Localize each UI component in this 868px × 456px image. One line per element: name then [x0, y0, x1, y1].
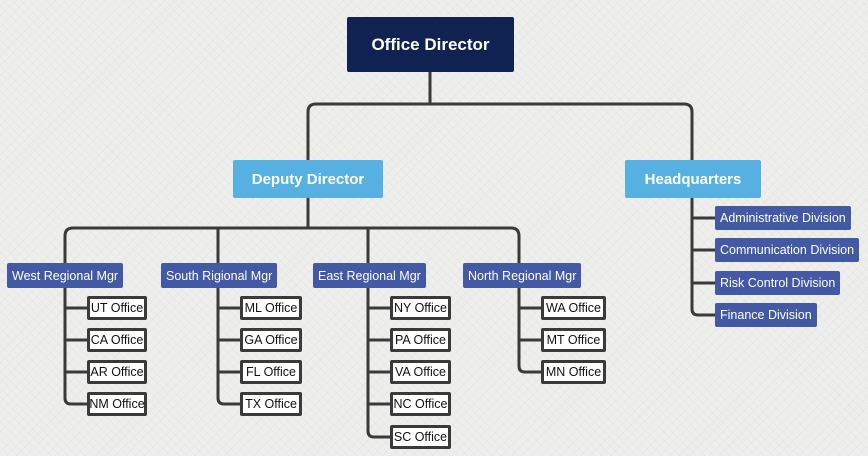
connector-offices — [216, 288, 240, 406]
regional-manager-node[interactable]: North Regional Mgr — [463, 263, 582, 288]
regional-manager-node[interactable]: West Regional Mgr — [7, 263, 124, 288]
connector-level2 — [306, 102, 694, 160]
office-node[interactable]: UT Office — [87, 296, 147, 320]
office-node[interactable]: PA Office — [390, 328, 451, 352]
connector-regions — [63, 226, 521, 263]
connector-divisions — [690, 198, 715, 317]
deputy-director-node[interactable]: Deputy Director — [233, 160, 383, 198]
connector-offices — [63, 288, 87, 406]
office-node[interactable]: NC Office — [390, 392, 451, 416]
office-node[interactable]: SC Office — [390, 425, 451, 449]
office-node[interactable]: ML Office — [240, 296, 302, 320]
office-node[interactable]: VA Office — [390, 360, 451, 384]
division-node[interactable]: Communication Division — [715, 238, 860, 262]
office-node[interactable]: TX Office — [240, 392, 302, 416]
office-node[interactable]: NM Office — [87, 392, 147, 416]
office-node[interactable]: MT Office — [541, 328, 606, 352]
division-node[interactable]: Finance Division — [715, 303, 817, 327]
office-node[interactable]: MN Office — [541, 360, 606, 384]
regional-manager-node[interactable]: South Rigional Mgr — [161, 263, 278, 288]
office-node[interactable]: CA Office — [87, 328, 147, 352]
division-node[interactable]: Administrative Division — [715, 206, 851, 230]
headquarters-node[interactable]: Headquarters — [625, 160, 761, 198]
office-node[interactable]: WA Office — [541, 296, 606, 320]
connector-offices — [366, 288, 390, 439]
regional-manager-node[interactable]: East Regional Mgr — [313, 263, 426, 288]
office-node[interactable]: GA Office — [240, 328, 302, 352]
office-node[interactable]: AR Office — [87, 360, 147, 384]
office-director-node[interactable]: Office Director — [347, 17, 514, 72]
connector-offices — [517, 288, 541, 374]
office-node[interactable]: NY Office — [390, 296, 451, 320]
division-node[interactable]: Risk Control Division — [715, 271, 841, 295]
office-node[interactable]: FL Office — [240, 360, 302, 384]
